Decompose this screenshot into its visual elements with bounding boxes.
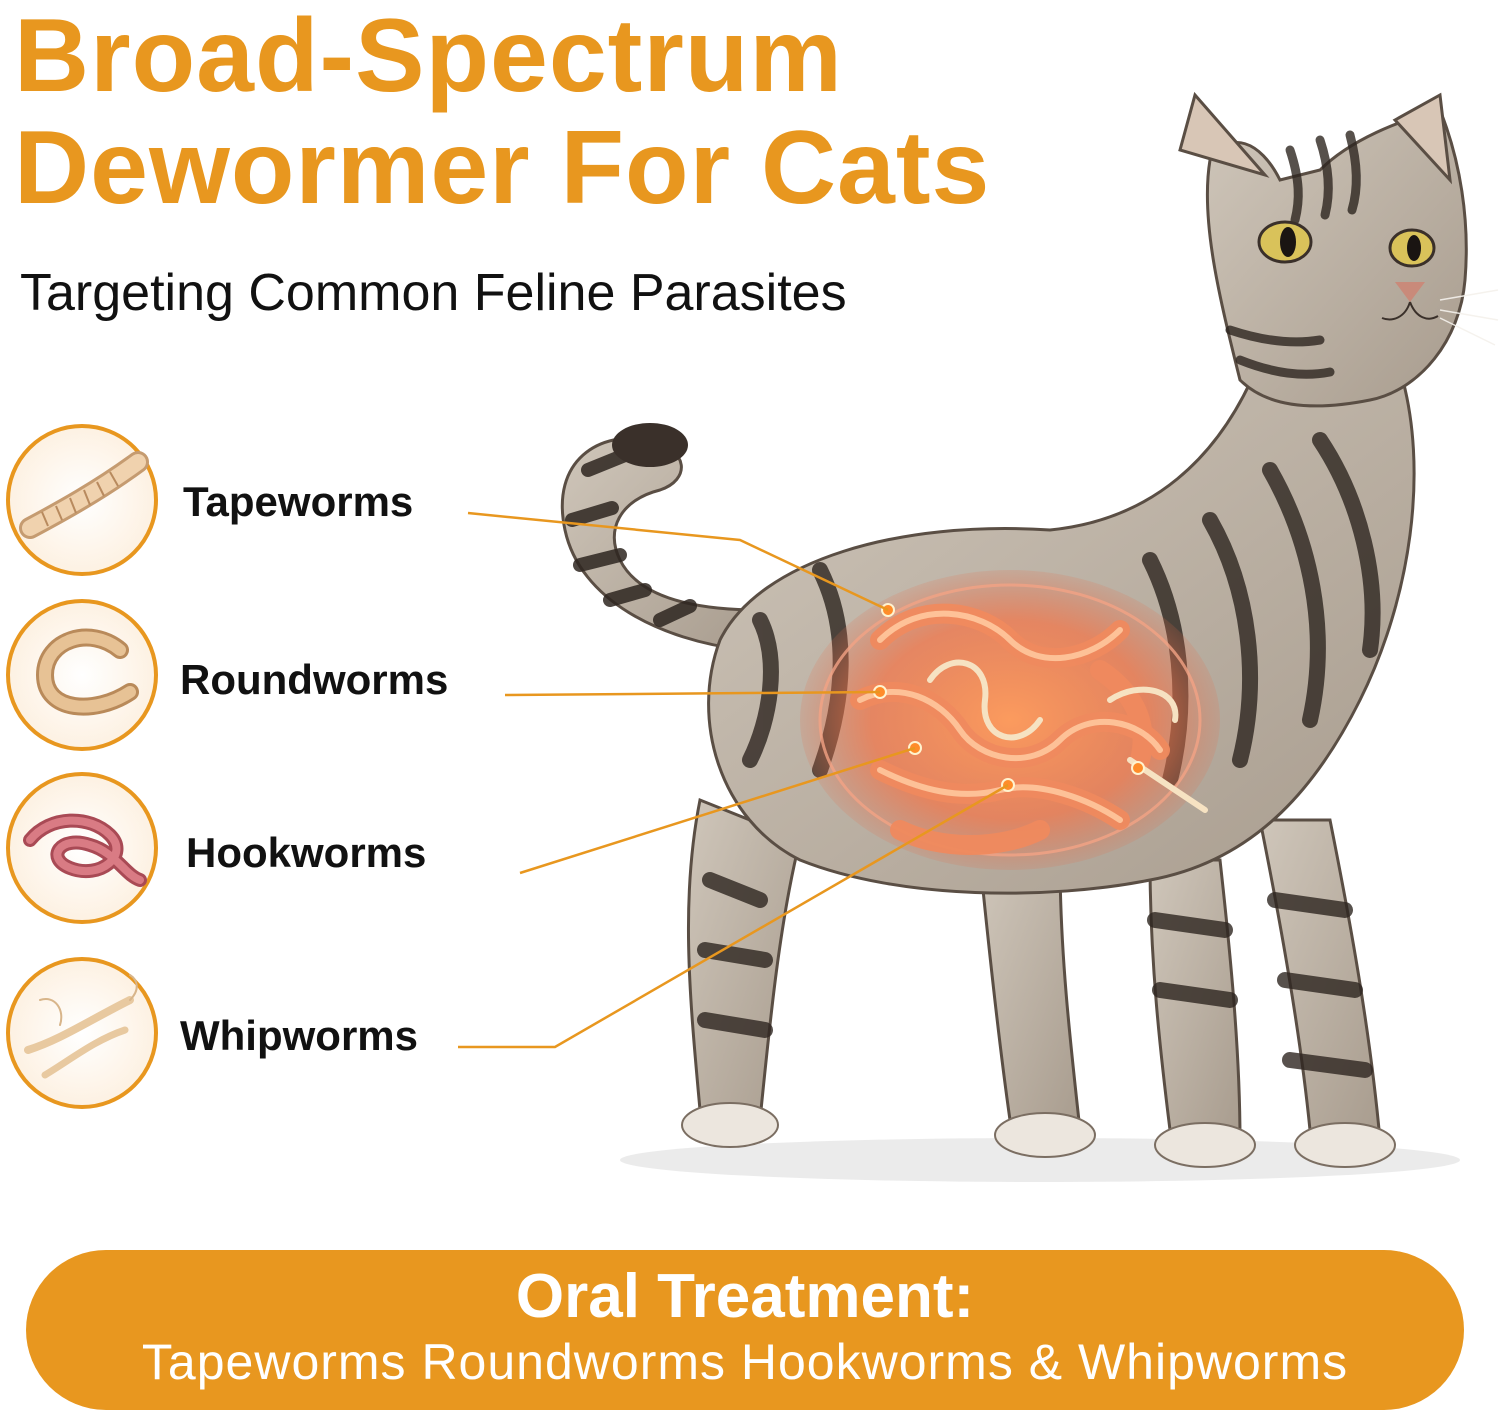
intestines-overlay bbox=[800, 570, 1220, 870]
whipworm-icon bbox=[6, 957, 158, 1109]
parasite-label-whipworms: Whipworms bbox=[180, 1012, 418, 1059]
page-title: Broad-Spectrum Dewormer For Cats bbox=[14, 0, 990, 224]
banner-title: Oral Treatment: bbox=[515, 1262, 975, 1331]
parasite-label-tapeworms: Tapeworms bbox=[183, 478, 414, 525]
parasite-label-hookworms: Hookworms bbox=[186, 829, 427, 876]
leader-line-roundworms bbox=[504, 690, 881, 697]
hookworm-icon bbox=[6, 772, 158, 924]
tapeworm-icon bbox=[6, 424, 158, 576]
leader-line-tapeworms bbox=[467, 511, 889, 612]
oral-treatment-banner: Oral Treatment: Tapeworms Roundworms Hoo… bbox=[26, 1250, 1464, 1410]
leader-line-hookworms bbox=[519, 746, 916, 875]
roundworm-icon bbox=[6, 599, 158, 751]
parasite-icons bbox=[6, 424, 158, 1109]
leader-line-whipworms bbox=[458, 783, 1009, 1049]
title-line-2: Dewormer For Cats bbox=[14, 110, 991, 226]
title-line-1: Broad-Spectrum bbox=[14, 0, 843, 114]
page-subtitle: Targeting Common Feline Parasites bbox=[20, 264, 847, 322]
banner-subtitle: Tapeworms Roundworms Hookworms & Whipwor… bbox=[141, 1334, 1349, 1390]
leader-lines bbox=[458, 511, 1009, 1049]
parasite-label-roundworms: Roundworms bbox=[180, 656, 449, 703]
